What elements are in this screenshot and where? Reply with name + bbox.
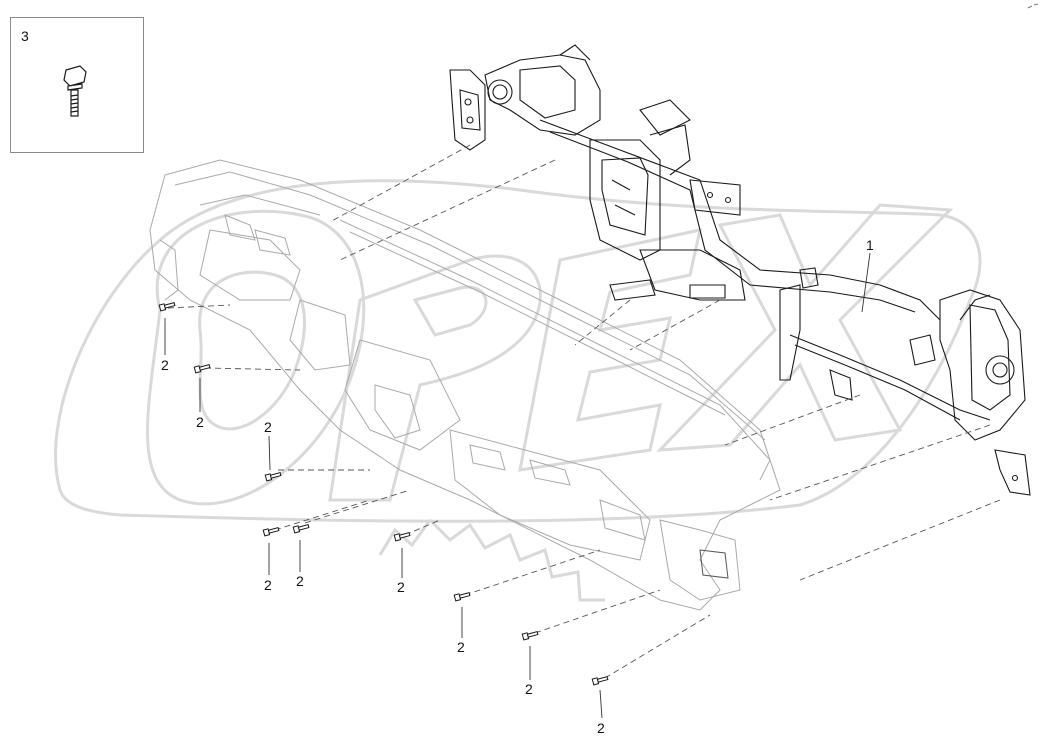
screw-icon [158,302,176,312]
explode-lines [167,144,1001,679]
callout-2-label: 2 [264,419,272,435]
callout-1-label: 1 [866,237,874,253]
opex-watermark [54,179,982,602]
screw-icon [521,631,539,641]
screw-icon [591,676,609,686]
screw-icon [193,364,211,374]
callout-2-label: 2 [397,579,405,595]
inset-callout-label: 3 [21,28,29,44]
corner-mark [1027,3,1039,9]
callout-2-label: 2 [296,573,304,589]
bolt-3-icon [63,65,87,117]
callout-2-label: 2 [457,639,465,655]
callout-2-label: 2 [196,414,204,430]
callout-2-label: 2 [597,720,605,736]
screw-icon [393,532,411,542]
screw-icon [453,592,471,602]
screw-icon [292,524,310,534]
detail-inset-box: 3 [10,17,144,153]
callout-2-label: 2 [161,357,169,373]
cross-car-beam [449,44,1031,496]
screw-icon [264,472,282,482]
leader-lines [164,252,871,719]
callout-2-label: 2 [525,681,533,697]
screw-icons [158,302,609,686]
dashboard-panel [149,159,781,611]
screw-icon [262,527,280,537]
callout-2-label: 2 [264,577,272,593]
